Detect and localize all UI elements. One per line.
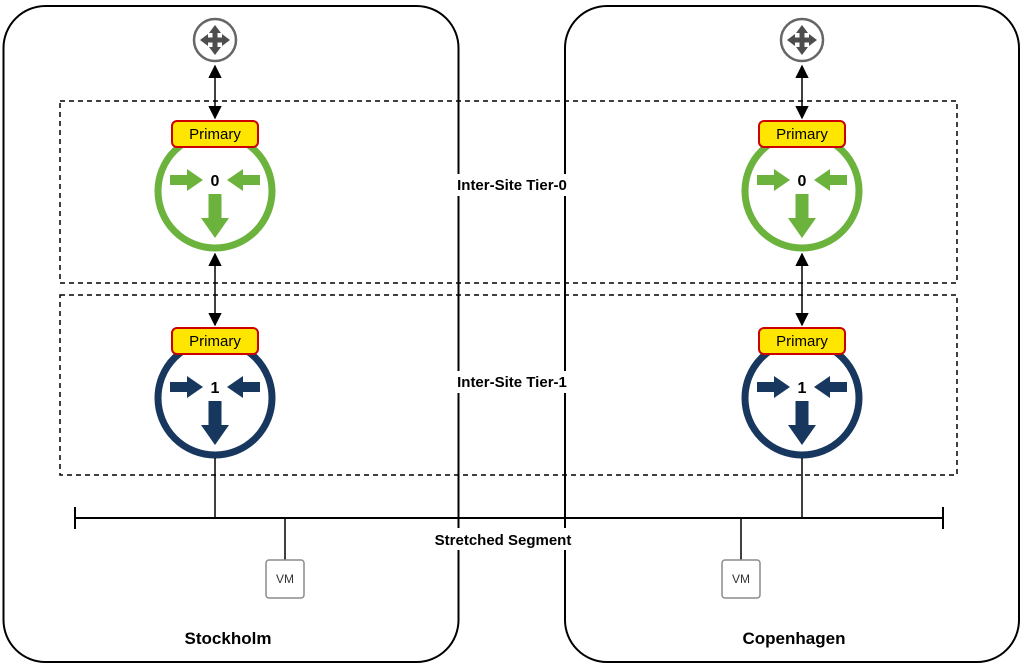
- tier1-primary-badge: Primary: [758, 327, 846, 355]
- site-name-copenhagen: Copenhagen: [743, 629, 846, 648]
- segment-label-bg: [418, 528, 588, 550]
- badge-label: Primary: [776, 126, 828, 143]
- badge-label: Primary: [189, 333, 241, 350]
- tier1-zone-label: Inter-Site Tier-1: [457, 374, 567, 391]
- badge-box: [758, 120, 846, 148]
- vm-node: VM: [721, 559, 761, 599]
- tier0-number: 0: [211, 173, 220, 190]
- tier0-gateway-icon: 0: [741, 130, 863, 252]
- site-copenhagen: 0 Primary 1 Primary VM Copenhagen: [721, 17, 863, 648]
- tier1-zone-label-bg: [442, 371, 582, 393]
- tier1-number: 1: [798, 380, 807, 397]
- site-stockholm: 0 Primary 1 Primary VM Stockholm: [154, 17, 305, 648]
- inter-site-tier1-zone: [59, 294, 958, 476]
- badge-box: [758, 327, 846, 355]
- tier1-number: 1: [211, 380, 220, 397]
- tier0-primary-badge: Primary: [171, 120, 259, 148]
- vm-label: VM: [732, 572, 750, 586]
- tier0-zone-label: Inter-Site Tier-0: [457, 177, 567, 194]
- vm-icon: [721, 559, 761, 599]
- badge-box: [171, 327, 259, 355]
- vm-icon: [265, 559, 305, 599]
- tier0-number: 0: [798, 173, 807, 190]
- segment-label: Stretched Segment: [435, 532, 572, 549]
- vm-node: VM: [265, 559, 305, 599]
- router-icon: [192, 17, 238, 63]
- vm-label: VM: [276, 572, 294, 586]
- badge-label: Primary: [776, 333, 828, 350]
- tier0-gateway-icon: 0: [154, 130, 276, 252]
- tier1-gateway-icon: 1: [154, 337, 276, 459]
- router-icon: [779, 17, 825, 63]
- site-name-stockholm: Stockholm: [185, 629, 272, 648]
- badge-label: Primary: [189, 126, 241, 143]
- stretched-segment: Stretched Segment: [74, 507, 944, 550]
- tier1-gateway-icon: 1: [741, 337, 863, 459]
- badge-box: [171, 120, 259, 148]
- tier1-primary-badge: Primary: [171, 327, 259, 355]
- tier0-primary-badge: Primary: [758, 120, 846, 148]
- tier0-zone-label-bg: [442, 174, 582, 196]
